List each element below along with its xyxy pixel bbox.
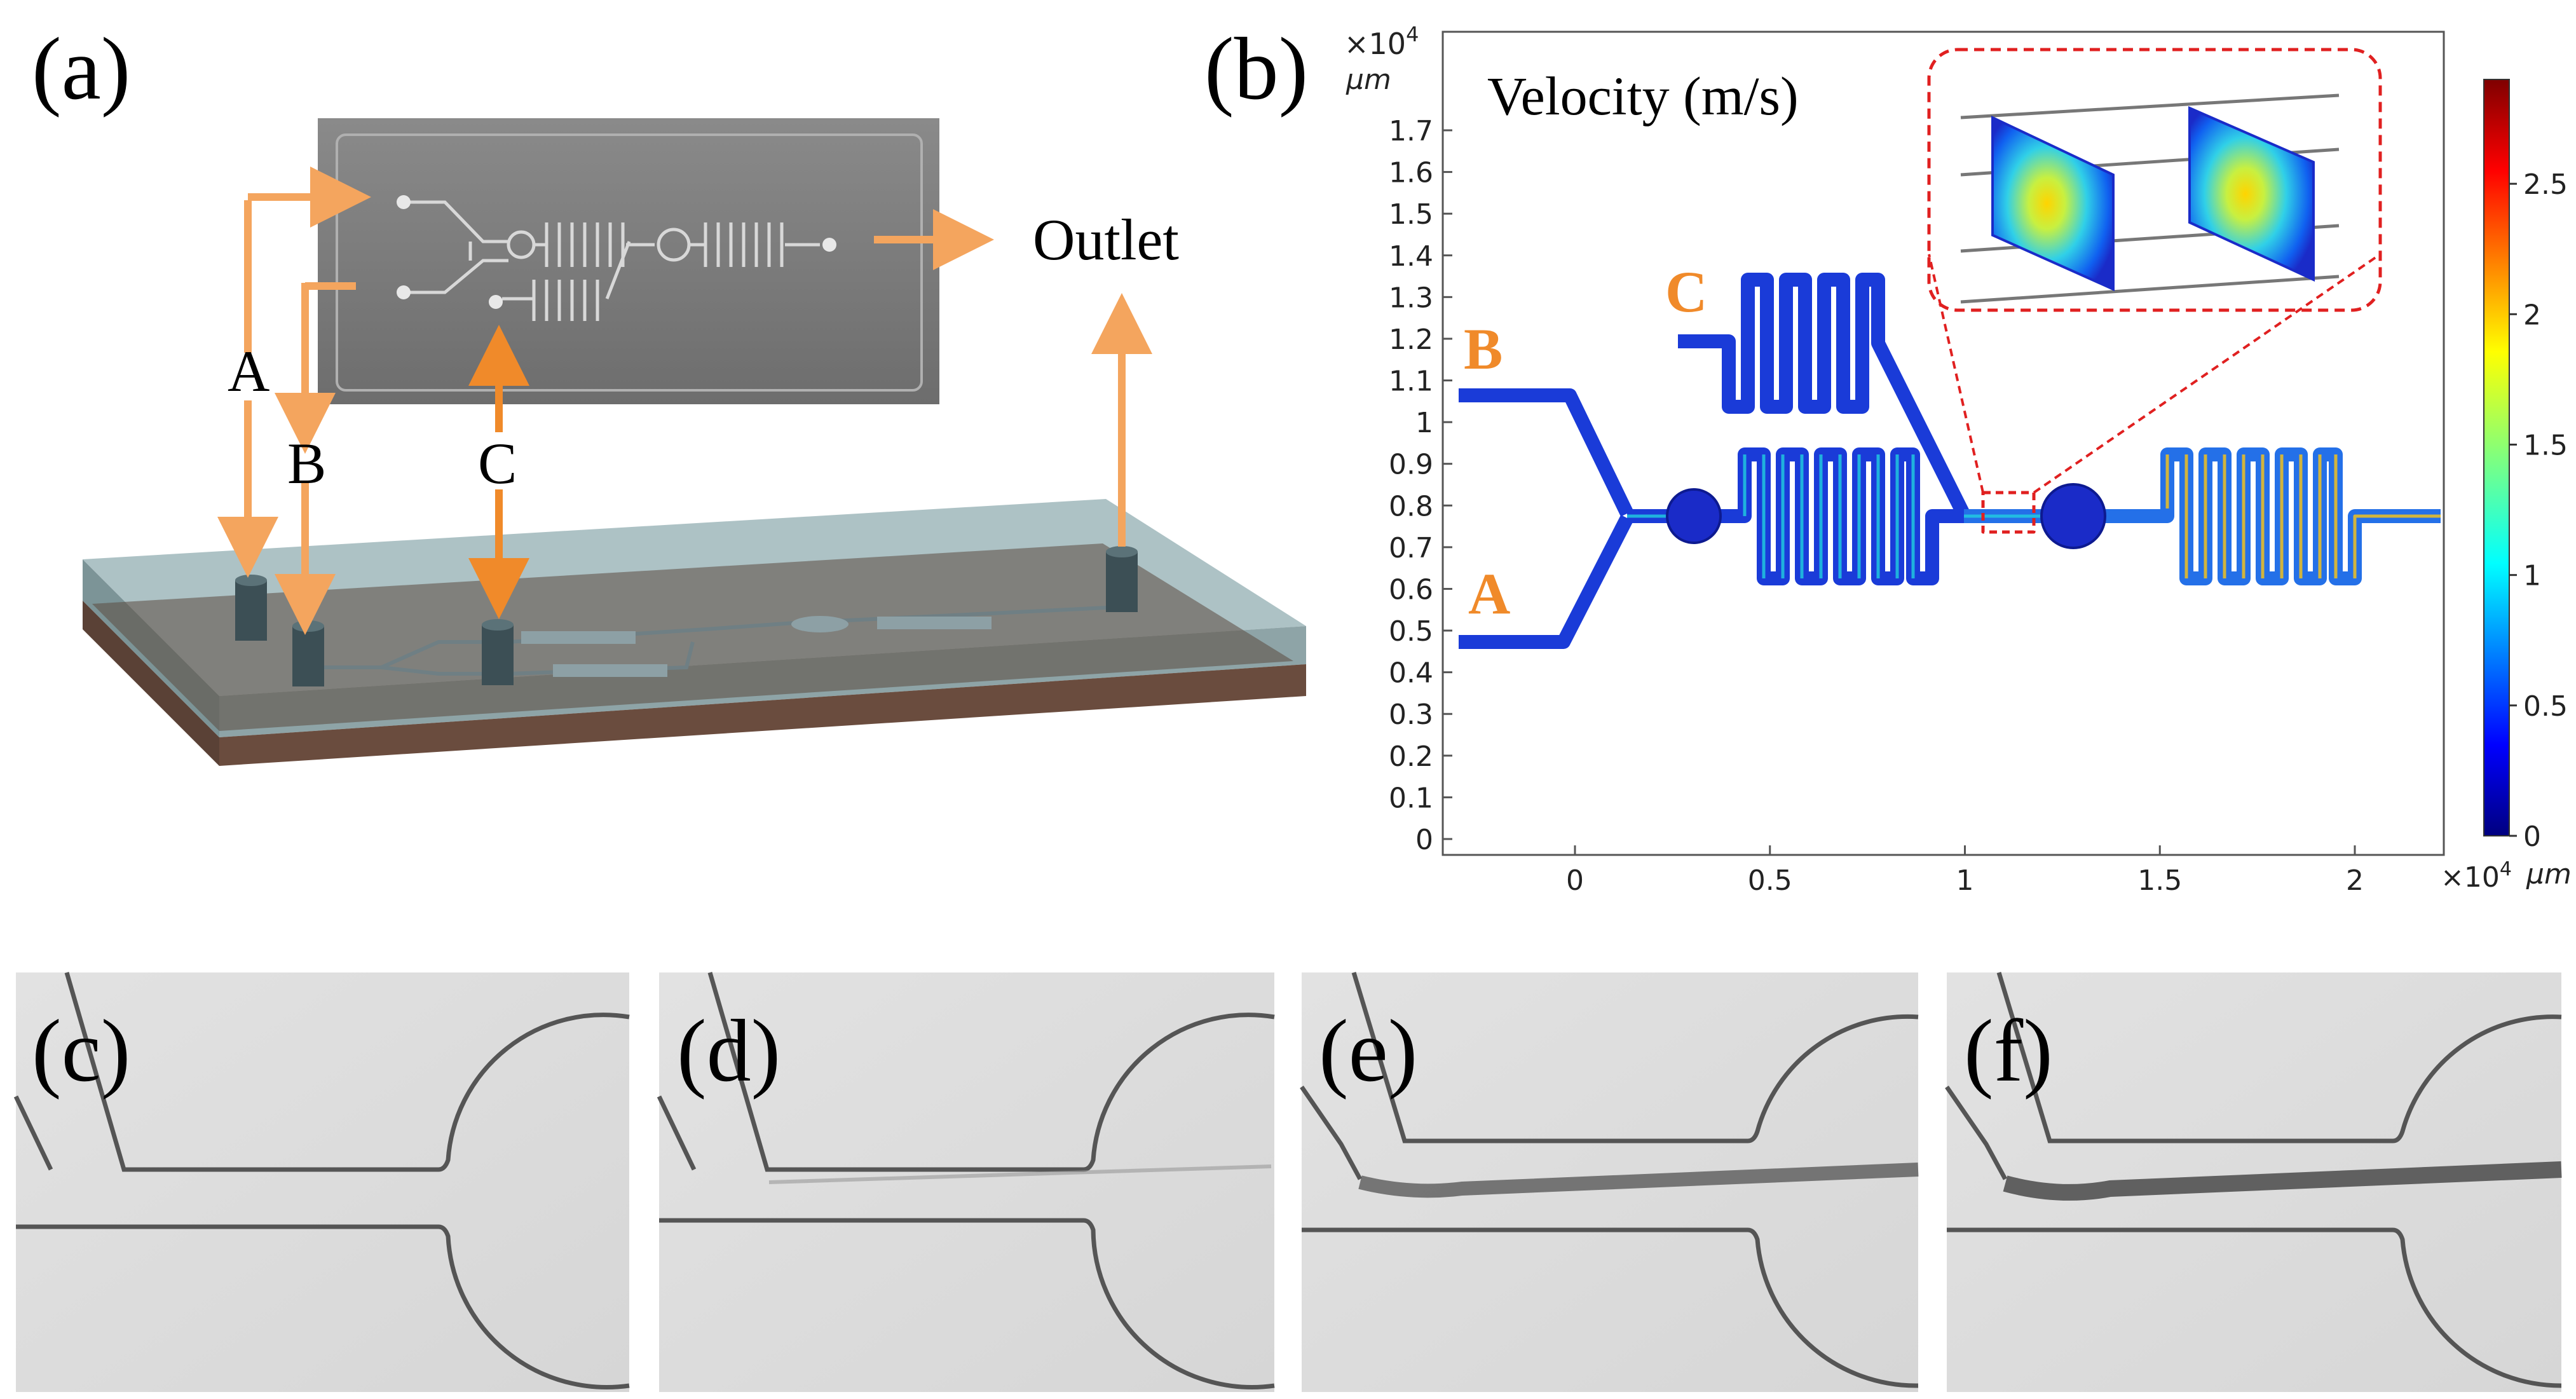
y-tick-label: 0.3 bbox=[1389, 699, 1433, 731]
chip-photo bbox=[318, 118, 939, 404]
micrograph-d: (d) bbox=[657, 972, 1275, 1392]
inlet-b-label: B bbox=[287, 431, 326, 496]
x-tick-label: 0 bbox=[1566, 864, 1584, 897]
inlet-a-label: A bbox=[228, 339, 269, 404]
micrograph-c: (c) bbox=[13, 972, 630, 1392]
y-tick-label: 1.6 bbox=[1389, 157, 1433, 189]
micrograph-e: (e) bbox=[1300, 971, 1919, 1392]
colorbar-tick-label: 1.5 bbox=[2523, 429, 2568, 461]
panel-d-label: (d) bbox=[677, 1002, 780, 1100]
micrograph-row: (c) (d) (e) bbox=[13, 971, 2562, 1392]
plot-frame bbox=[1441, 31, 2445, 856]
panel-b-inlet-a: A bbox=[1468, 561, 1510, 626]
colorbar-ticks: 0 0.5 1 1.5 2 2.5 bbox=[2509, 168, 2568, 853]
x-tick-label: 2 bbox=[2346, 864, 2364, 897]
y-tick-label: 1.5 bbox=[1389, 198, 1433, 231]
y-axis-ticks: 0 0.1 0.2 0.3 0.4 0.5 0.6 0.7 0.8 0.9 1 1.1 1.2 1.3 1.… bbox=[1389, 115, 1452, 856]
panel-b-inlet-c: C bbox=[1665, 259, 1707, 324]
y-tick-label: 0.7 bbox=[1389, 532, 1433, 564]
y-tick-label: 0.5 bbox=[1389, 615, 1433, 648]
y-tick-label: 0.9 bbox=[1389, 449, 1433, 481]
colorbar-tick-label: 2 bbox=[2523, 299, 2541, 331]
outlet-label: Outlet bbox=[1033, 207, 1179, 272]
y-tick-label: 1.1 bbox=[1389, 365, 1433, 398]
y-tick-label: 1.2 bbox=[1389, 324, 1433, 356]
colorbar-tick-label: 2.5 bbox=[2523, 168, 2568, 201]
panel-e-label: (e) bbox=[1319, 1002, 1417, 1100]
panel-a: (a) bbox=[32, 20, 1306, 766]
y-tick-label: 0.2 bbox=[1389, 740, 1433, 773]
panel-c-label: (c) bbox=[32, 1002, 130, 1100]
velocity-slice-1 bbox=[1991, 115, 2115, 292]
y-tick-label: 0.4 bbox=[1389, 657, 1433, 690]
x-tick-label: 1 bbox=[1956, 864, 1974, 897]
arrow-b-to-chip bbox=[305, 282, 356, 439]
zoom-region-marker bbox=[1981, 491, 2036, 534]
colorbar-tick-label: 0 bbox=[2523, 821, 2541, 853]
y-tick-label: 1.4 bbox=[1389, 240, 1433, 273]
panel-b-inlet-b: B bbox=[1464, 317, 1503, 381]
y-tick-label: 0 bbox=[1415, 824, 1433, 856]
inlet-c-label: C bbox=[478, 431, 517, 496]
y-axis-unit: μm bbox=[1346, 64, 1391, 96]
y-tick-label: 1 bbox=[1415, 407, 1433, 439]
panel-f-label: (f) bbox=[1964, 1002, 2053, 1100]
y-axis-multiplier: ×104 bbox=[1344, 22, 1419, 61]
velocity-slice-2 bbox=[2188, 106, 2315, 282]
mixing-chamber-1 bbox=[1666, 488, 1722, 544]
arrow-a-to-chip bbox=[244, 197, 356, 353]
x-axis-ticks: 0 0.5 1 1.5 2 bbox=[1566, 845, 2364, 897]
panel-b-label: (b) bbox=[1204, 20, 1308, 118]
channel-inlet-a bbox=[1459, 514, 1633, 649]
colorbar-tick-label: 1 bbox=[2523, 560, 2541, 592]
y-tick-label: 1.3 bbox=[1389, 282, 1433, 314]
mixing-chamber-2 bbox=[2040, 483, 2106, 549]
y-tick-label: 0.6 bbox=[1389, 573, 1433, 606]
channel-inlet-c bbox=[1678, 273, 1970, 518]
inlet-arrows bbox=[217, 197, 1152, 635]
y-tick-label: 0.8 bbox=[1389, 490, 1433, 522]
y-tick-label: 1.7 bbox=[1389, 115, 1433, 147]
chip-3d-model bbox=[83, 499, 1306, 766]
panel-a-label: (a) bbox=[32, 20, 130, 118]
colorbar-tick-label: 0.5 bbox=[2523, 690, 2568, 723]
y-tick-label: 0.1 bbox=[1389, 782, 1433, 814]
colorbar: 0 0.5 1 1.5 2 2.5 bbox=[2483, 79, 2568, 853]
x-axis-unit: μm bbox=[2526, 858, 2572, 891]
x-tick-label: 0.5 bbox=[1748, 864, 1792, 897]
cross-section-inset bbox=[1927, 48, 2382, 494]
panel-b: (b) ×104 μm 0 0.1 0.2 0.3 0.4 0.5 0.6 0.7 0.8 0.9… bbox=[1204, 20, 2572, 897]
channel-inlet-b bbox=[1459, 388, 1633, 517]
micrograph-f: (f) bbox=[1945, 971, 2562, 1392]
x-tick-label: 1.5 bbox=[2137, 864, 2182, 897]
x-axis-multiplier: ×104 bbox=[2441, 858, 2512, 894]
microchannel-geometry bbox=[1459, 273, 2441, 649]
plot-title: Velocity (m/s) bbox=[1487, 65, 1799, 126]
